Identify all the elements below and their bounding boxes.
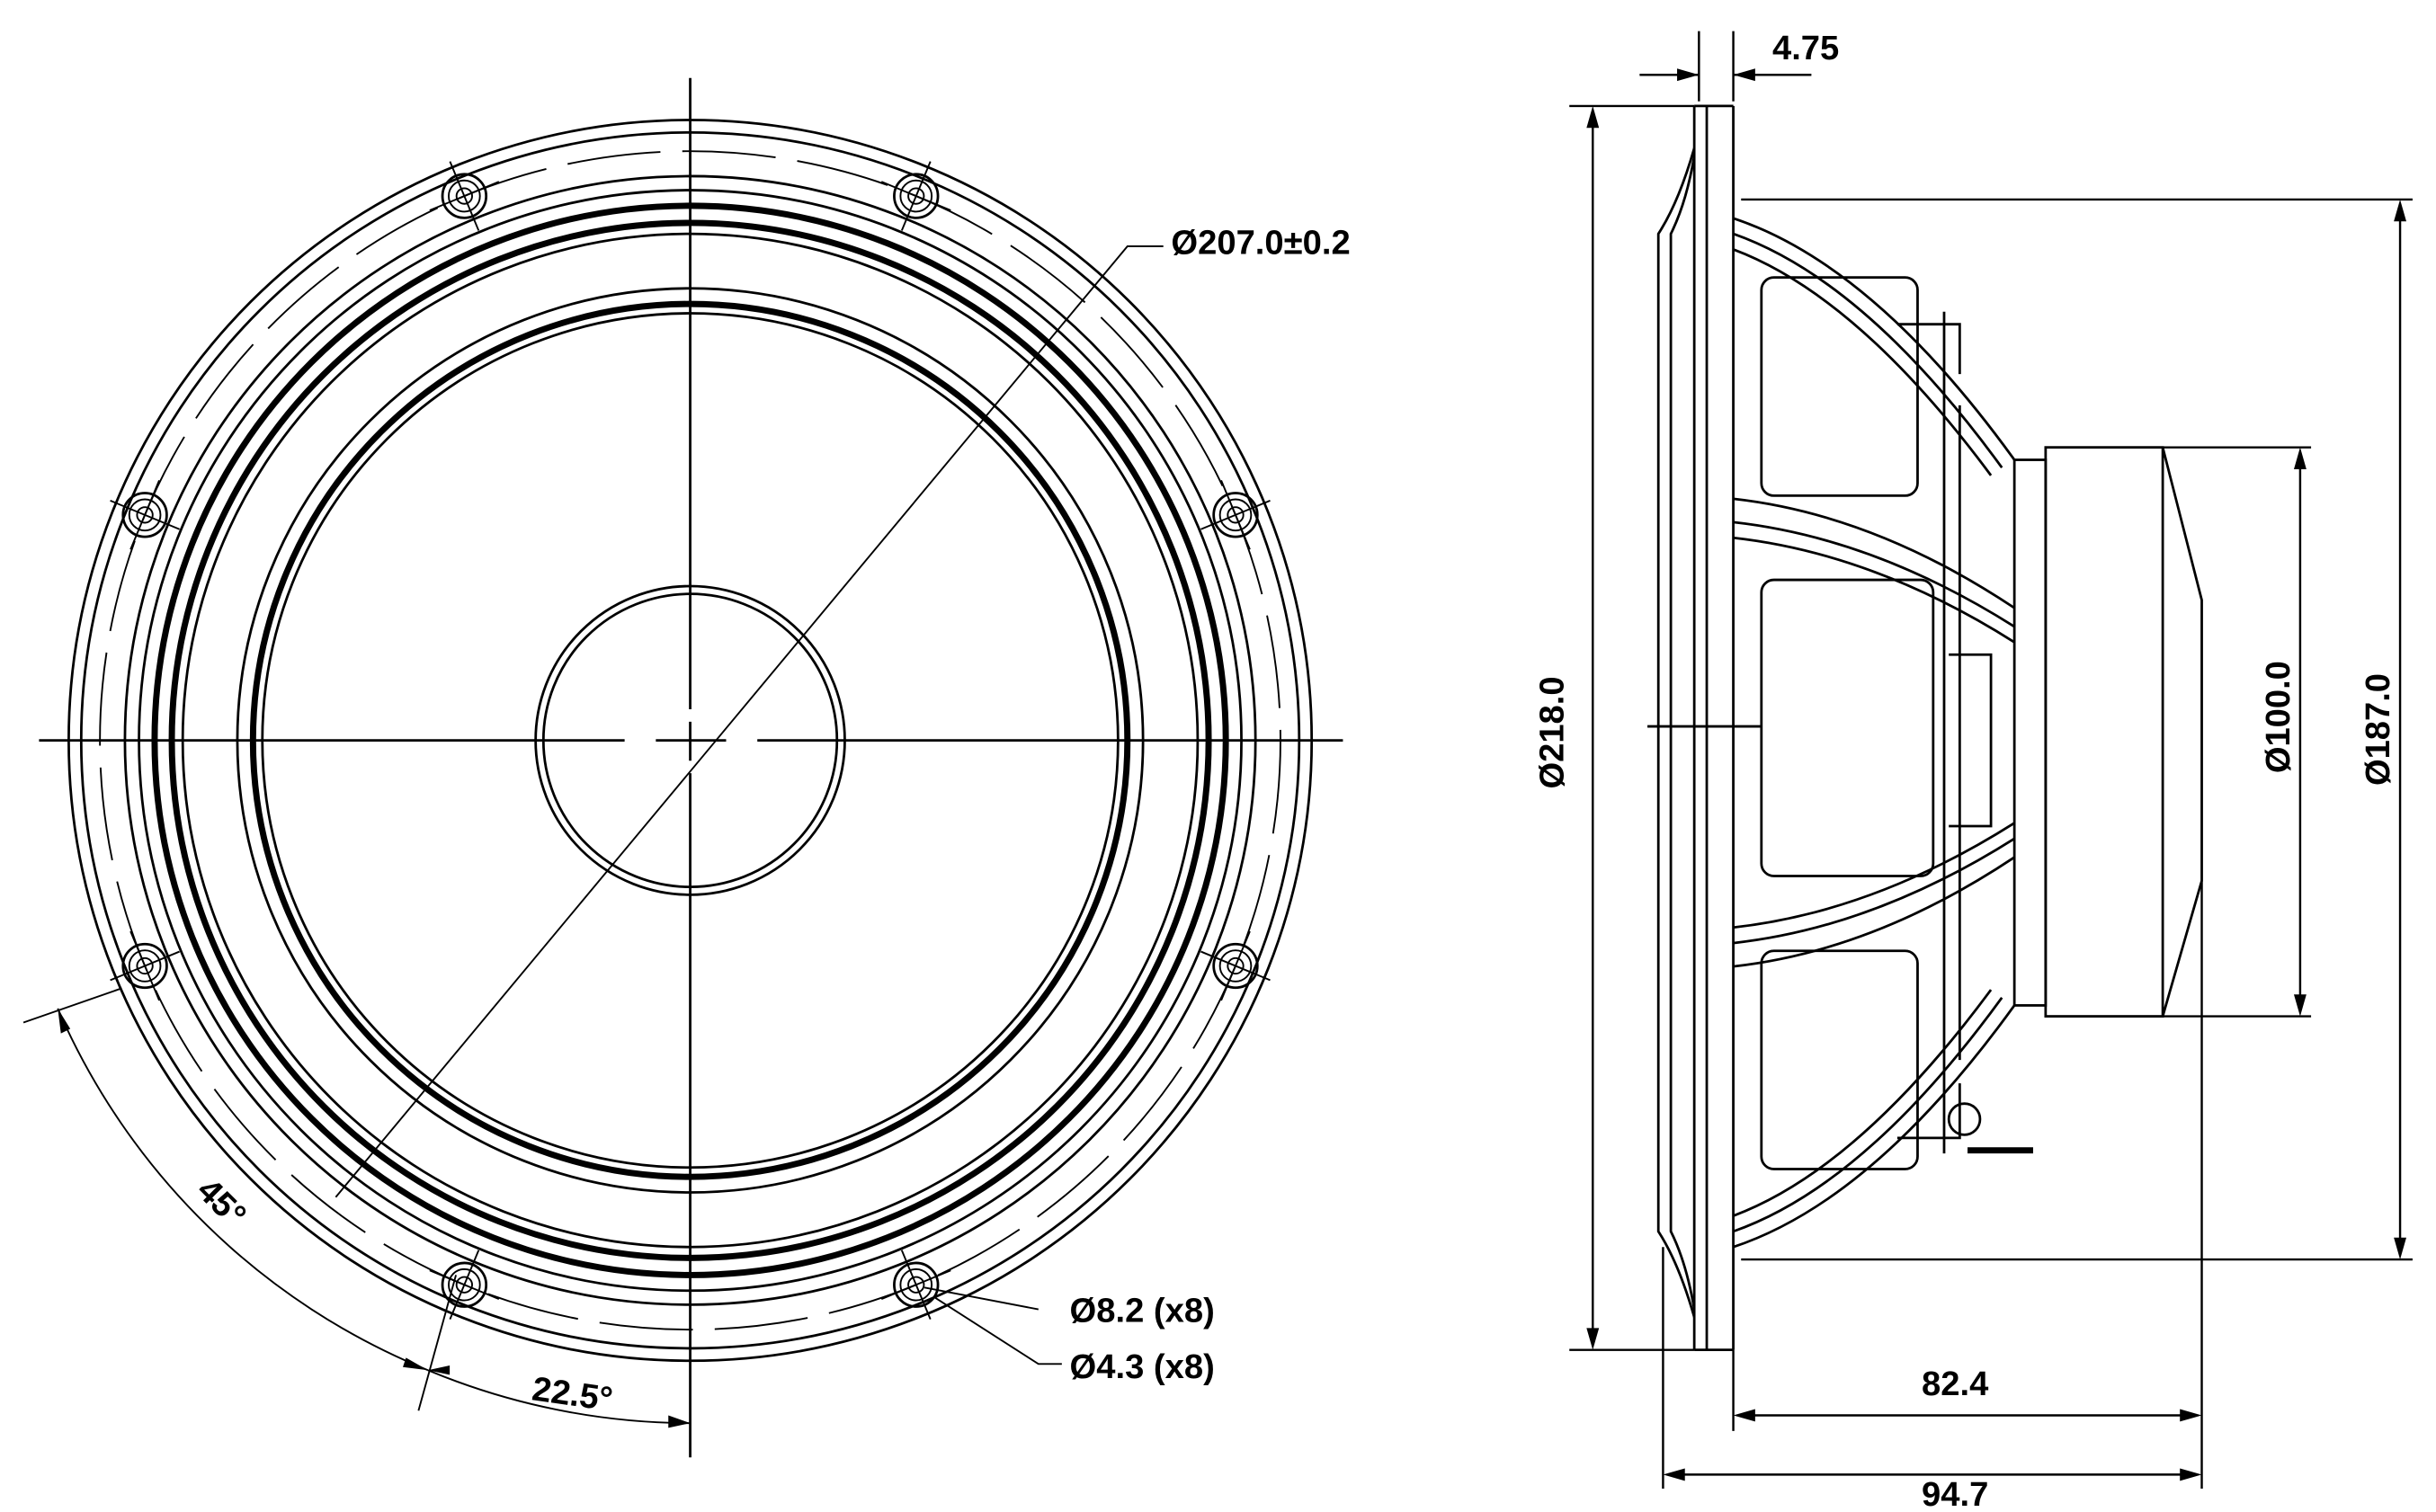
hole-crosshair [110, 480, 180, 550]
hole-ring [1227, 956, 1245, 975]
hole-ring [448, 1267, 481, 1302]
mounting-hole [429, 161, 500, 231]
hole-ring [893, 173, 940, 219]
angle-arrowheads [58, 1008, 691, 1428]
angle-extension-line-2 [417, 1275, 457, 1411]
hole-ring [907, 1276, 925, 1294]
hole-ring [1212, 942, 1259, 990]
hole-outer-diameter-label: Ø8.2 (x8) [1070, 1291, 1215, 1330]
diameter-leader-line [335, 245, 1164, 1198]
hole-ring [455, 1276, 473, 1294]
hole-crosshair [1200, 480, 1271, 550]
hole-crosshair [1200, 930, 1271, 1001]
angle-22-5-label: 22.5° [530, 1370, 615, 1419]
hole-ring [441, 1261, 488, 1308]
hole-ring [1218, 498, 1253, 532]
basket-diameter-dimension [1741, 198, 2413, 1261]
hole-ring [907, 187, 925, 205]
hole-ring [448, 179, 481, 213]
hole-ring [1227, 506, 1245, 524]
mounting-hole [1200, 930, 1271, 1001]
basket-top-edge [1733, 217, 2016, 476]
hole-ring [1218, 949, 1253, 983]
angle-extension-line-1 [22, 987, 122, 1024]
total-depth-label: 94.7 [1922, 1475, 1988, 1512]
mounting-hole [429, 1250, 500, 1321]
hole-ring [136, 956, 154, 975]
flange-thickness-dimension [1639, 31, 1812, 102]
hole-ring [128, 949, 162, 983]
hole-crosshair [429, 1250, 500, 1321]
basket-bottom-edge [1733, 989, 2016, 1249]
hole-ring [893, 1261, 940, 1308]
front-view: Ø207.0±0.2 Ø8.2 (x8) Ø4.3 (x8) 45° 22.5° [22, 77, 1351, 1458]
side-view: Ø218.0 Ø187.0 Ø100.0 82.4 94.7 4.75 [1532, 29, 2413, 1512]
mounting-hole [880, 1250, 951, 1321]
top-plate [2012, 458, 2048, 1007]
outer-diameter-label: Ø207.0±0.2 [1171, 224, 1350, 262]
angle-45-label: 45° [190, 1171, 254, 1235]
angle-22-5-arc [427, 1369, 691, 1425]
hole-outer-leader [924, 1286, 1039, 1311]
basket-depth-label: 82.4 [1922, 1365, 1989, 1403]
overall-diameter-dimension [1569, 104, 1695, 1351]
basket-window-bottom [1760, 949, 1919, 1170]
mounting-holes [110, 161, 1271, 1321]
flange-thickness-arrows [1677, 68, 1755, 82]
basket-spoke-lower [1733, 822, 2015, 968]
hole-inner-leader [932, 1295, 1062, 1365]
basket-window-middle [1760, 578, 1935, 877]
angle-45-arc [57, 1008, 429, 1372]
hole-ring [899, 1267, 933, 1302]
hole-crosshair [110, 930, 180, 1001]
depth-arrows [1663, 1409, 2202, 1481]
mounting-flange [1692, 104, 1735, 1352]
hole-ring [899, 179, 933, 213]
mounting-hole [880, 161, 951, 231]
hole-inner-diameter-label: Ø4.3 (x8) [1070, 1347, 1215, 1386]
hole-crosshair [880, 161, 951, 231]
terminal-brackets [1896, 323, 1961, 1140]
back-plate [2161, 447, 2203, 1017]
terminal-icon [1947, 1102, 1982, 1136]
magnet [2044, 446, 2164, 1018]
hole-ring [1212, 492, 1259, 538]
mounting-hole [1200, 480, 1271, 550]
basket-diameter-label: Ø187.0 [2359, 673, 2397, 786]
hole-crosshair [429, 161, 500, 231]
magnet-diameter-label: Ø100.0 [2259, 661, 2298, 773]
hole-ring [121, 942, 168, 990]
hole-ring [441, 173, 488, 219]
gasket-inner [1669, 156, 1696, 1310]
hole-ring [136, 506, 154, 524]
flange-thickness-label: 4.75 [1772, 29, 1839, 67]
hole-ring [121, 492, 168, 538]
mounting-hole [110, 480, 180, 550]
basket-spoke-upper [1733, 497, 2015, 644]
mounting-hole [110, 930, 180, 1001]
hole-crosshair [880, 1250, 951, 1321]
magnet-diameter-dimension [2163, 446, 2312, 1018]
basket-window-top [1760, 276, 1919, 497]
overall-diameter-label: Ø218.0 [1532, 676, 1571, 788]
hole-ring [128, 498, 162, 532]
gasket-profile [1656, 147, 1696, 1318]
depth-dimensions [1662, 880, 2203, 1489]
hole-ring [455, 187, 473, 205]
basket-rib [1942, 311, 1993, 1154]
